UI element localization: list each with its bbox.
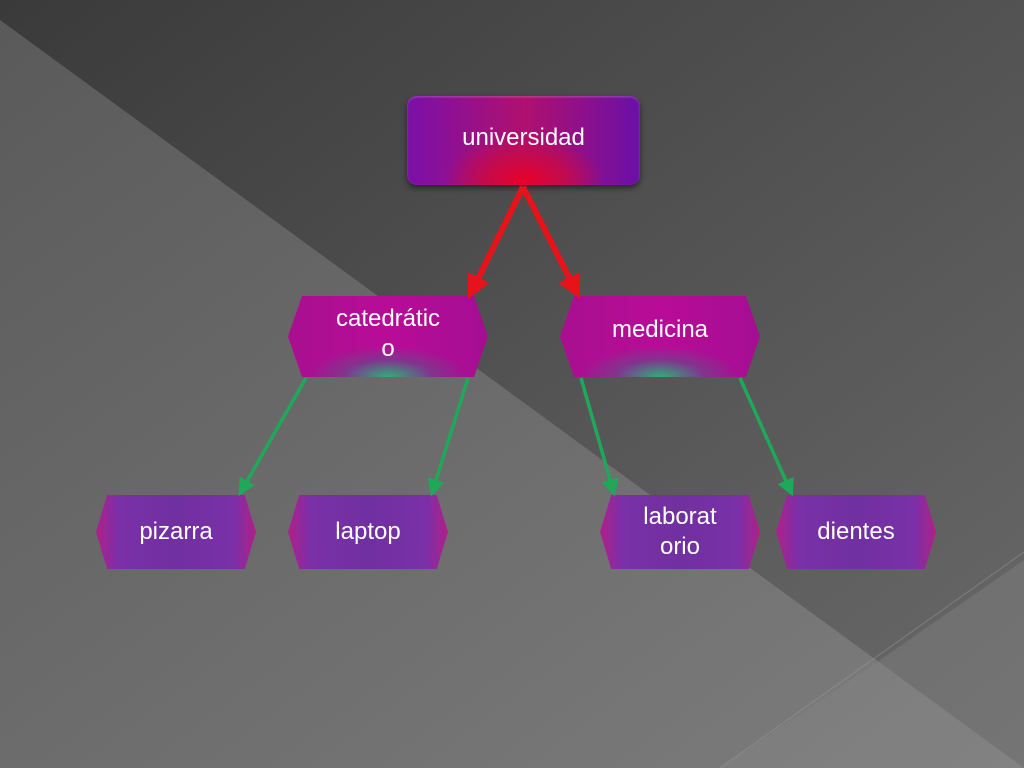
branch-node-catedratico: catedrátic o [288,296,488,377]
leaf-node-dientes: dientes [776,495,936,569]
leaf-node-label-line1: laborat [643,503,717,530]
branch-node-label-line1: catedrátic [335,304,441,332]
leaf-node-label: laborat orio [643,502,716,562]
leaf-node-pizarra: pizarra [96,495,256,569]
root-node-universidad: universidad [407,96,640,185]
leaf-node-label: pizarra [139,518,213,545]
branch-node-label: catedrátic o [336,304,440,364]
branch-node-medicina: medicina [560,296,760,377]
leaf-node-laboratorio: laborat orio [600,495,760,569]
root-node-label: universidad [462,123,585,151]
leaf-node-label: laptop [335,518,401,545]
leaf-node-label-line2: orio [659,533,700,560]
branch-node-label: medicina [611,315,709,343]
leaf-node-laptop: laptop [288,495,448,569]
leaf-node-label: dientes [817,518,895,545]
branch-node-label-line2: o [381,334,395,362]
